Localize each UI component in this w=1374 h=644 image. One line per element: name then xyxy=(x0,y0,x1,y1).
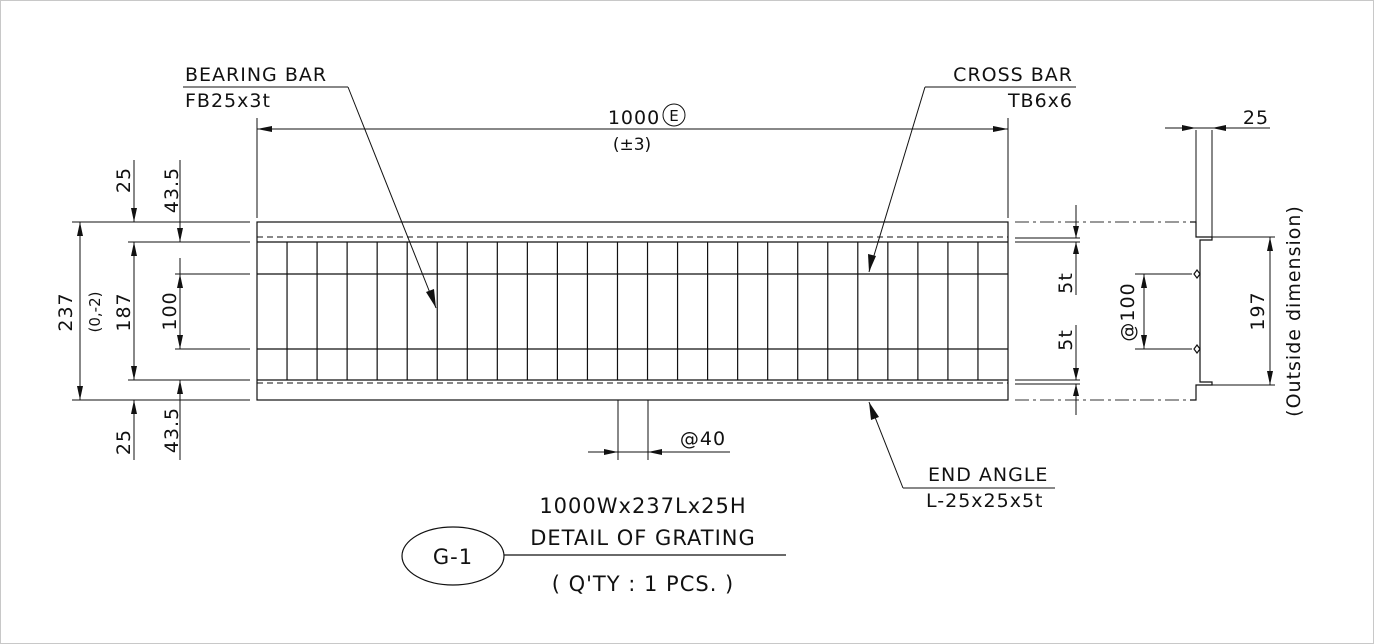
end-angle-callout: END ANGLE L-25x25x5t xyxy=(868,401,1055,512)
arrowhead xyxy=(177,335,183,349)
thickness-top-value: 5t xyxy=(1055,272,1077,294)
arrowhead xyxy=(131,366,137,380)
arrowhead xyxy=(993,126,1008,132)
arrowhead xyxy=(131,208,137,222)
arrowhead xyxy=(1182,125,1196,131)
drawing-name: DETAIL OF GRATING xyxy=(530,526,756,550)
end-angle-label: END ANGLE xyxy=(928,464,1048,486)
overall-tolerance: (0,-2) xyxy=(86,292,104,333)
side-25-dimension: 25 xyxy=(1165,107,1270,131)
arrowhead xyxy=(648,449,662,455)
length-dimension: 1000 E (±3) xyxy=(256,103,1009,218)
tag-ellipse xyxy=(401,526,505,586)
cross-bar-label: CROSS BAR xyxy=(953,64,1073,86)
length-mark: E xyxy=(669,107,678,125)
bearing-bar-label: BEARING BAR xyxy=(185,64,327,86)
arrowhead xyxy=(177,228,183,242)
bottom-25-value: 25 xyxy=(113,429,135,455)
arrowhead xyxy=(1267,237,1273,251)
arrowhead xyxy=(177,380,183,394)
arrowhead xyxy=(1267,371,1273,385)
cross-bar-callout: CROSS BAR TB6x6 xyxy=(868,64,1076,273)
side-width-note: (Outside dimension) xyxy=(1283,205,1305,417)
arrowhead xyxy=(177,274,183,288)
overall-value: 237 xyxy=(55,292,77,331)
arrowhead xyxy=(257,126,272,132)
cross-pitch-dimension: @40 xyxy=(588,400,730,460)
arrowhead xyxy=(77,222,83,236)
arrowhead xyxy=(604,449,618,455)
end-angle-spec: L-25x25x5t xyxy=(926,490,1044,512)
arrowhead xyxy=(1073,242,1079,254)
side-width-dimension: 197 (Outside dimension) xyxy=(1247,205,1305,417)
bolt-marker xyxy=(1193,269,1201,279)
title-block: G-1 1000Wx237Lx25H DETAIL OF GRATING ( Q… xyxy=(401,494,786,596)
side-25-value: 25 xyxy=(1243,107,1269,129)
grating-outline xyxy=(256,221,1009,401)
pitch-100-value: 100 xyxy=(159,291,181,330)
grating-plan-view xyxy=(256,221,1009,401)
arrowhead xyxy=(1141,274,1147,288)
bearing-bar-spec: FB25x3t xyxy=(185,90,271,112)
side-view xyxy=(1015,130,1275,401)
side-pitch-dimension: @100 xyxy=(1117,274,1147,349)
cross-bars xyxy=(286,242,979,380)
length-tolerance: (±3) xyxy=(613,135,651,155)
left-dimensions: 237 (0,-2) 187 25 25 100 43.5 43.5 xyxy=(55,160,250,460)
arrowhead xyxy=(426,289,436,308)
thickness-dimensions: 5t 5t xyxy=(1055,205,1079,415)
length-mark-circle xyxy=(662,103,686,127)
arrowhead xyxy=(1212,125,1226,131)
top-43-5-value: 43.5 xyxy=(161,167,183,213)
arrowhead xyxy=(1073,368,1079,380)
quantity: ( Q'TY : 1 PCS. ) xyxy=(552,572,735,596)
bottom-43-5-value: 43.5 xyxy=(161,407,183,453)
end-angle-profile xyxy=(1190,221,1213,401)
leader-line xyxy=(347,86,437,309)
side-width-value: 197 xyxy=(1247,291,1269,330)
grating-size: 1000Wx237Lx25H xyxy=(539,494,746,518)
arrowhead xyxy=(77,386,83,400)
arrowhead xyxy=(1073,226,1079,238)
leader-line xyxy=(868,86,926,273)
arrowhead xyxy=(868,254,876,272)
arrowhead xyxy=(869,402,879,420)
inner-value: 187 xyxy=(113,292,135,331)
bolt-marker xyxy=(1193,344,1201,354)
cross-bar-spec: TB6x6 xyxy=(1007,90,1073,112)
drawing-tag: G-1 xyxy=(433,545,473,569)
cross-pitch-value: @40 xyxy=(680,428,726,450)
arrowhead xyxy=(131,400,137,414)
bearing-bar-callout: BEARING BAR FB25x3t xyxy=(183,64,437,309)
side-pitch-value: @100 xyxy=(1117,282,1139,341)
arrowhead xyxy=(131,242,137,256)
length-value: 1000 xyxy=(608,107,660,129)
top-25-value: 25 xyxy=(113,167,135,193)
arrowhead xyxy=(1141,335,1147,349)
arrowhead xyxy=(1073,384,1079,396)
thickness-bottom-value: 5t xyxy=(1055,329,1077,351)
